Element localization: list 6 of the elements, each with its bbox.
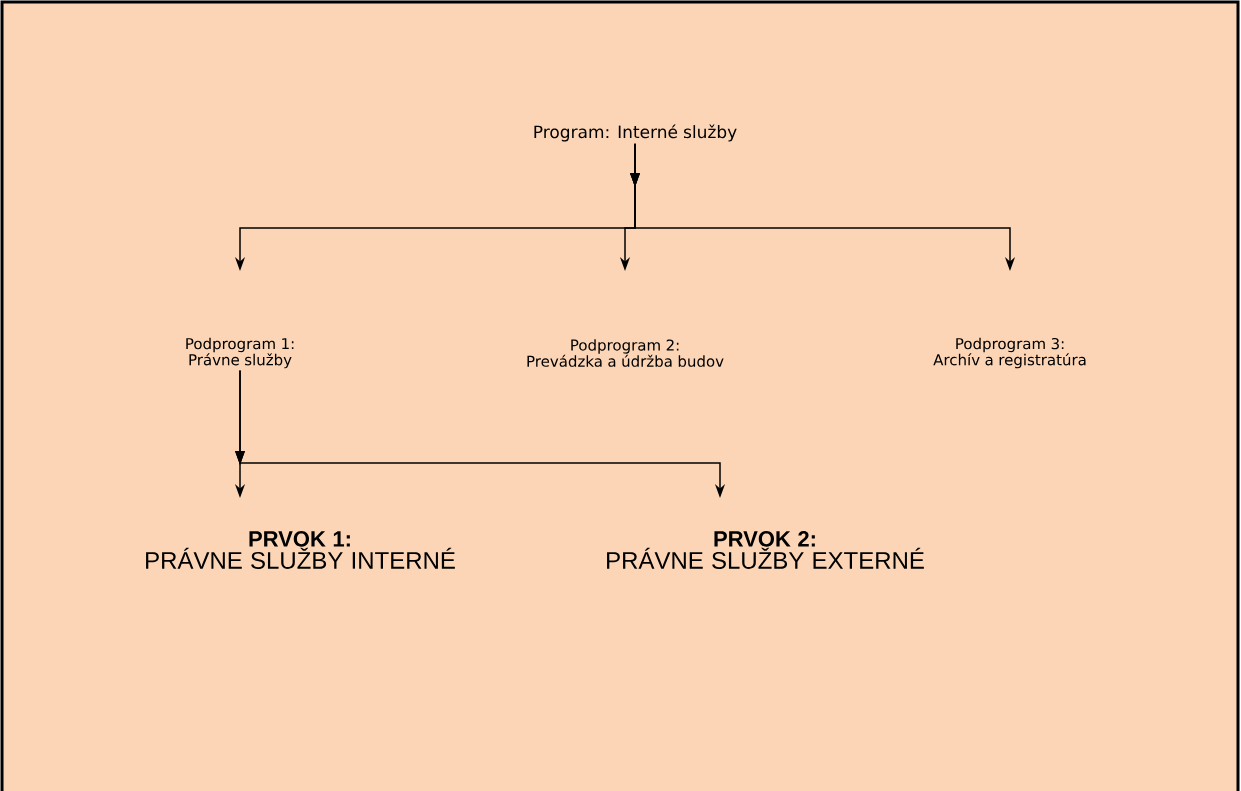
element-label: PRVOK 2: PRÁVNE SLUŽBY EXTERNÉ xyxy=(607,531,924,569)
title-text: Program: Interné služby xyxy=(534,124,737,142)
subprogram-label: Podprogram 1: Právne služby xyxy=(186,337,294,369)
element-label: PRVOK 1: PRÁVNE SLUŽBY INTERNÉ xyxy=(146,531,455,569)
subprogram-label: Podprogram 3: Archív a registratúra xyxy=(933,337,1086,369)
subprogram-label: Podprogram 2: Prevádzka a údržba budov xyxy=(527,339,724,367)
